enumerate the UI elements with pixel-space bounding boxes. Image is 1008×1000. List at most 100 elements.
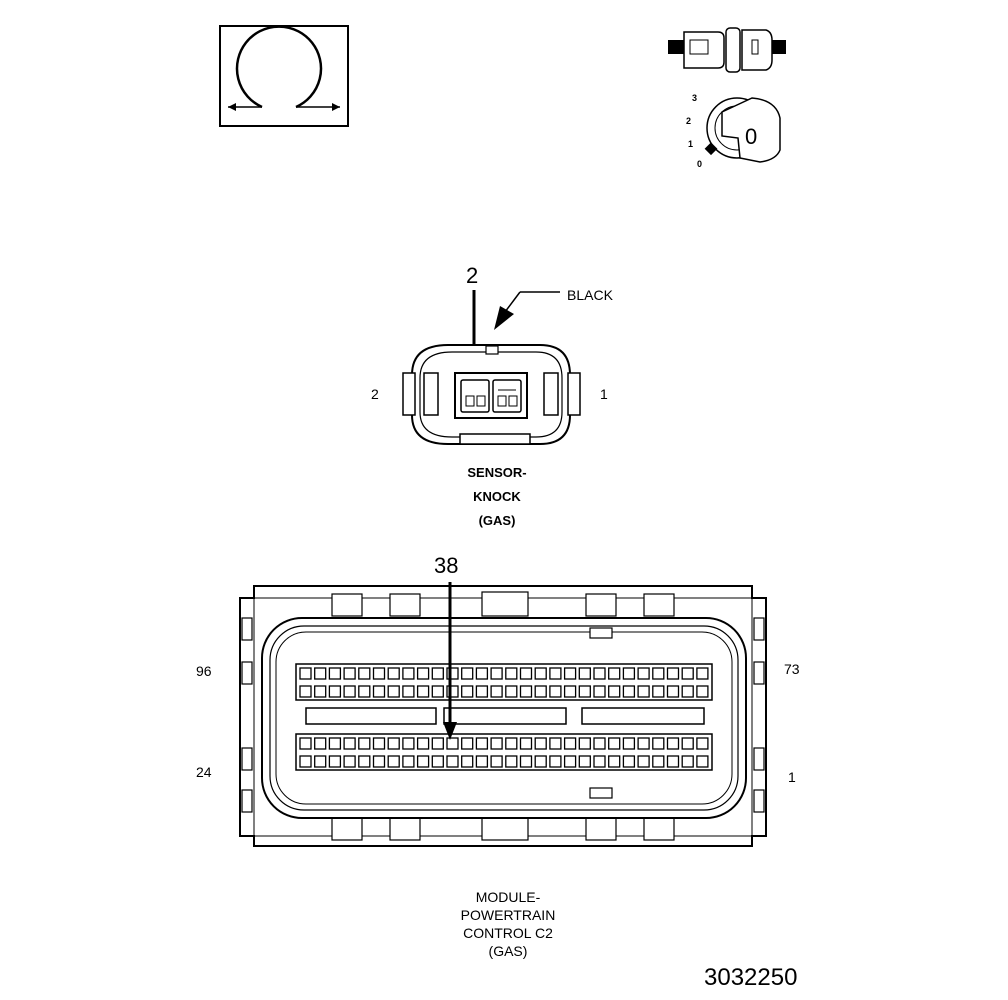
pin-cavity <box>637 755 650 768</box>
pcm-callout-pin: 38 <box>434 553 458 578</box>
pin-cavity <box>534 755 547 768</box>
pin-cavity <box>299 685 312 698</box>
pin-cavity <box>578 685 591 698</box>
pin-cavity <box>608 667 621 680</box>
pin-cavity <box>431 737 444 750</box>
pin-cavity <box>372 667 386 680</box>
pin-cavity <box>505 685 518 698</box>
key-position-0: 0 <box>697 159 702 169</box>
pin-cavity <box>578 667 591 680</box>
pin-cavity <box>490 737 503 750</box>
pin-cavity <box>549 667 562 680</box>
pin-cavity <box>696 667 709 680</box>
pin-cavity <box>343 685 356 698</box>
key-switch-icon: 3 2 1 0 0 <box>686 93 781 169</box>
pin-cavity <box>372 737 386 750</box>
pin-cavity <box>446 685 459 698</box>
pin-cavity <box>505 737 518 750</box>
pin-cavity <box>622 685 636 698</box>
pin-cavity <box>358 755 371 768</box>
pin-cavity <box>475 755 489 768</box>
pin-cavity <box>666 685 680 698</box>
pin-cavity <box>446 737 459 750</box>
pin-cavity <box>372 755 386 768</box>
pin-cavity <box>519 755 533 768</box>
pin-cavity <box>505 667 518 680</box>
pin-cavity <box>637 737 650 750</box>
ohm-symbol-box <box>219 25 349 127</box>
pin-cavity <box>593 737 606 750</box>
pin-cavity <box>652 667 665 680</box>
pin-cavity <box>461 685 474 698</box>
pin-cavity <box>652 685 665 698</box>
pin-cavity <box>578 737 591 750</box>
pin-cavity <box>563 667 577 680</box>
pin-cavity <box>461 737 474 750</box>
pin-cavity <box>622 667 636 680</box>
pcm-name-line-3: CONTROL C2 <box>463 925 553 941</box>
pin-cavity <box>637 667 650 680</box>
pcm-pin-cavities-lower <box>299 737 709 768</box>
pin-cavity <box>534 667 547 680</box>
pin-cavity <box>490 685 503 698</box>
pin-cavity <box>343 755 356 768</box>
pin-cavity <box>431 755 444 768</box>
pin-cavity <box>519 737 533 750</box>
pin-cavity <box>608 737 621 750</box>
pin-cavity <box>446 667 459 680</box>
pin-cavity <box>696 737 709 750</box>
key-position-1: 1 <box>688 139 693 149</box>
pin-cavity <box>475 737 489 750</box>
pin-cavity <box>681 685 694 698</box>
knock-name-line-1: SENSOR- <box>467 465 526 480</box>
pin-cavity <box>696 755 709 768</box>
pin-cavity <box>505 755 518 768</box>
pin-cavity <box>299 755 312 768</box>
pin-cavity <box>314 755 327 768</box>
pin-cavity <box>563 737 577 750</box>
knock-sensor-connector: 2 BLACK 2 1 SENSOR- KNOCK (GAS) <box>371 263 614 528</box>
pin-cavity <box>593 685 606 698</box>
pcm-pin-73-label: 73 <box>784 661 800 677</box>
pcm-pin-96-label: 96 <box>196 663 212 679</box>
pin-cavity <box>475 667 489 680</box>
pcm-name-line-4: (GAS) <box>489 943 528 959</box>
pin-cavity <box>622 755 636 768</box>
pin-cavity <box>652 755 665 768</box>
knock-name-line-3: (GAS) <box>479 513 516 528</box>
pin-cavity <box>431 667 444 680</box>
pin-cavity <box>416 755 430 768</box>
pin-cavity <box>402 737 415 750</box>
pin-cavity <box>563 685 577 698</box>
pcm-pin-24-label: 24 <box>196 764 212 780</box>
key-position-3: 3 <box>692 93 697 103</box>
pin-cavity <box>681 667 694 680</box>
pin-cavity <box>461 755 474 768</box>
pcm-c2-connector: 38 96 73 24 1 MODULE- POWERTRAIN CONTROL… <box>196 553 800 959</box>
pin-cavity <box>652 737 665 750</box>
pcm-pin-cavities-upper <box>299 667 709 698</box>
ohm-box-frame <box>219 25 349 127</box>
pin-cavity <box>475 685 489 698</box>
knock-right-pin: 1 <box>600 386 608 402</box>
pin-cavity <box>608 685 621 698</box>
pin-cavity <box>299 667 312 680</box>
pin-cavity <box>549 737 562 750</box>
knock-left-pin: 2 <box>371 386 379 402</box>
pin-cavity <box>402 685 415 698</box>
pin-cavity <box>387 737 400 750</box>
knock-callout-pin: 2 <box>466 263 478 288</box>
pin-cavity <box>416 737 430 750</box>
pin-cavity <box>681 737 694 750</box>
key-letter: 0 <box>745 124 757 149</box>
connector-pair-icon <box>668 27 786 73</box>
pin-cavity <box>549 755 562 768</box>
pin-cavity <box>563 755 577 768</box>
pin-cavity <box>314 667 327 680</box>
pin-cavity <box>446 755 459 768</box>
pin-cavity <box>593 667 606 680</box>
pin-cavity <box>608 755 621 768</box>
pin-cavity <box>519 667 533 680</box>
pin-cavity <box>372 685 386 698</box>
